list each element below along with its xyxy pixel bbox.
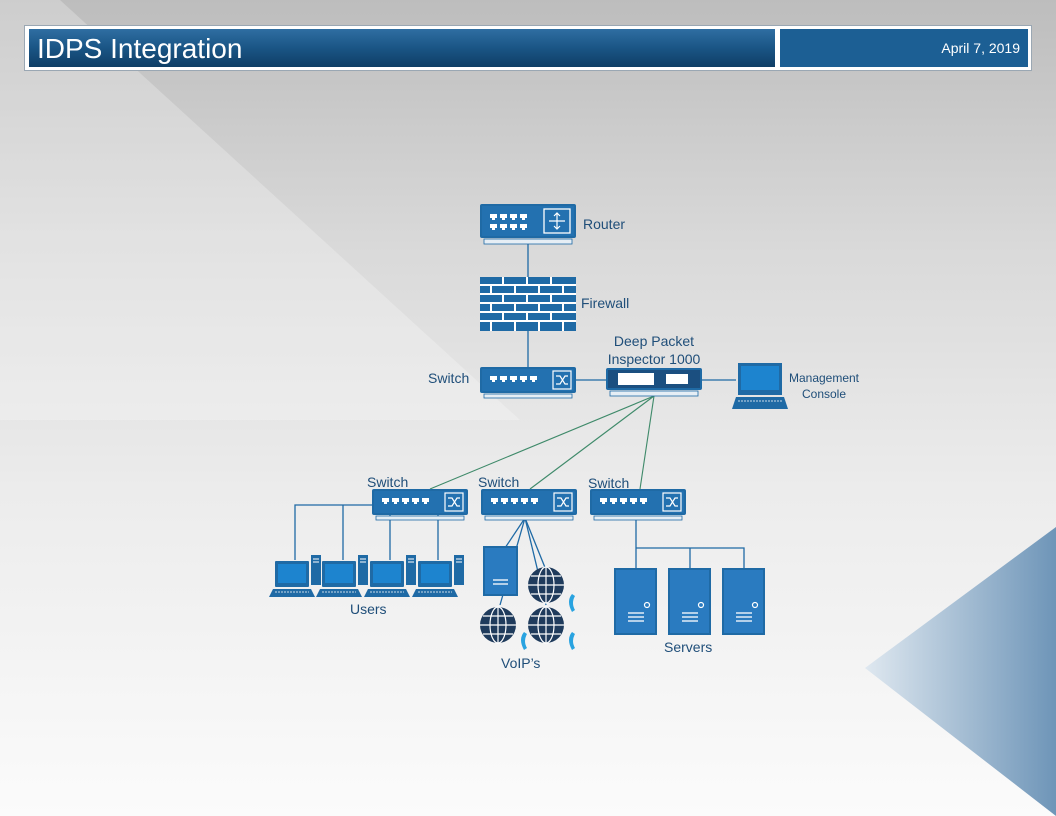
- firewall-label: Firewall: [581, 295, 630, 311]
- console-label: Management Console: [788, 371, 860, 401]
- router-icon: [480, 204, 576, 245]
- router-label: Router: [583, 216, 626, 232]
- corner-triangle: [865, 527, 1056, 816]
- core-switch-label: Switch: [428, 370, 470, 386]
- users-switch-icon: [372, 489, 468, 520]
- core-switch-icon: [480, 367, 576, 398]
- monitor-links: [429, 395, 655, 490]
- voip-globe-icon: [527, 606, 565, 644]
- dpi-appliance-icon: [606, 368, 702, 397]
- voip-label: VoIP’s: [501, 655, 541, 671]
- user-pc-icon: [411, 554, 465, 598]
- voip-switch-label: Switch: [478, 474, 520, 490]
- users-label: Users: [350, 601, 387, 617]
- servers-switch-icon: [590, 489, 686, 520]
- voip-globe-icon: [527, 566, 565, 604]
- links: [294, 242, 745, 606]
- phone-icon: [569, 632, 575, 650]
- server-icon: [721, 567, 766, 636]
- date-label: April 7, 2019: [941, 40, 1020, 56]
- title-bar: IDPS Integration: [29, 29, 775, 67]
- voip-server-icon: [483, 546, 518, 596]
- firewall-icon: [480, 277, 576, 331]
- dpi-label: Deep Packet Inspector 1000: [607, 333, 701, 367]
- user-pc-icon: [363, 554, 417, 598]
- servers-switch-label: Switch: [588, 475, 630, 491]
- date-bar: April 7, 2019: [780, 29, 1028, 67]
- console-pc-icon: [732, 363, 788, 409]
- phone-icon: [569, 594, 575, 612]
- user-pc-icon: [315, 554, 369, 598]
- page-title: IDPS Integration: [37, 33, 243, 64]
- servers-label: Servers: [664, 639, 713, 655]
- phone-icon: [521, 632, 527, 650]
- server-icon: [667, 567, 712, 636]
- header: IDPS Integration April 7, 2019: [24, 25, 1032, 71]
- voip-globe-icon: [479, 606, 517, 644]
- server-icon: [613, 567, 658, 636]
- users-switch-label: Switch: [367, 474, 409, 490]
- user-pc-icon: [268, 554, 322, 598]
- voip-switch-icon: [481, 489, 577, 520]
